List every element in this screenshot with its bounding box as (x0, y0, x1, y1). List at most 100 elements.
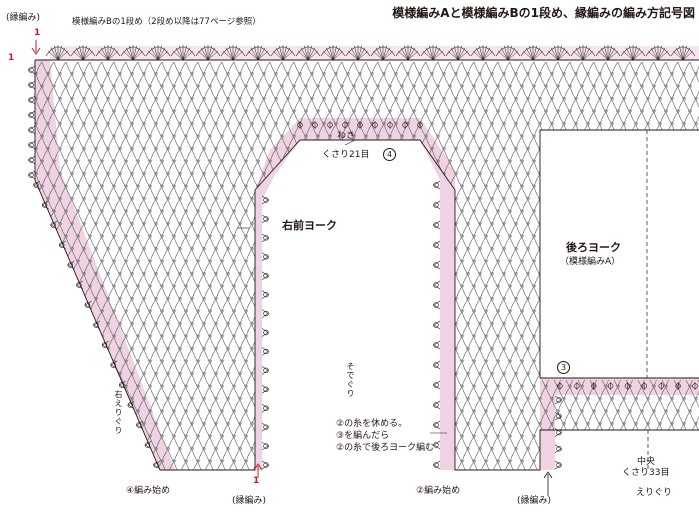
chain-stitch (364, 184, 368, 188)
chain-stitch (232, 485, 235, 487)
mesh-loop (299, 249, 313, 262)
mesh-loop (401, 161, 415, 175)
chain-stitch (286, 322, 290, 325)
chain-stitch (364, 459, 368, 463)
mesh-loop (359, 399, 373, 412)
mesh-loop (581, 286, 595, 300)
mesh-loop (611, 124, 625, 137)
mesh-loop (689, 111, 699, 125)
chain-stitch (628, 359, 632, 363)
mesh-loop (539, 349, 553, 362)
mesh-loop (137, 461, 151, 470)
chain-stitch (556, 485, 559, 487)
mesh-loop (623, 324, 637, 337)
chain-stitch (382, 322, 386, 325)
chain-stitch (346, 222, 350, 225)
chain-stitch (598, 197, 602, 200)
mesh-loop (671, 349, 685, 362)
mesh-loop (371, 374, 385, 387)
chain-stitch (88, 334, 92, 338)
chain-stitch (46, 422, 50, 425)
mesh-loop (683, 224, 697, 237)
chain-stitch (676, 334, 680, 338)
mesh-loop (677, 361, 691, 375)
chain-stitch (694, 197, 698, 200)
chain-stitch (280, 359, 284, 363)
mesh-loop (192, 475, 204, 487)
mesh-loop (665, 161, 679, 175)
chain-stitch (406, 397, 410, 400)
chain-stitch (400, 184, 404, 188)
chain-stitch (40, 384, 44, 388)
mesh-loop (47, 449, 61, 462)
chain-stitch (568, 284, 572, 288)
mesh-loop (317, 386, 331, 400)
mesh-loop (317, 261, 331, 275)
mesh-loop (323, 324, 337, 337)
mesh-loop (593, 311, 607, 325)
mesh-loop (671, 274, 685, 287)
mesh-loop (629, 286, 643, 300)
mesh-loop (659, 249, 673, 262)
chain-stitch (460, 485, 463, 487)
chain-stitch (328, 209, 332, 213)
mesh-loop (113, 461, 127, 470)
mesh-loop (161, 461, 175, 470)
chain-stitch (598, 347, 602, 350)
chain-stitch (412, 334, 416, 338)
mesh-loop (305, 386, 319, 400)
chain-stitch (580, 485, 583, 487)
chain-stitch (376, 459, 380, 463)
mesh-loop (365, 336, 379, 350)
mesh-loop (287, 249, 301, 262)
mesh-loop (293, 286, 307, 300)
mesh-loop (84, 475, 96, 487)
shell-arc (70, 46, 96, 57)
mesh-loop (444, 475, 456, 487)
chain-stitch (664, 134, 668, 138)
chain-stitch (388, 284, 392, 288)
mesh-loop (576, 475, 588, 487)
mesh-loop (425, 411, 439, 425)
chain-stitch (82, 347, 86, 350)
chain-stitch (400, 259, 404, 263)
mesh-loop (599, 449, 613, 462)
chain-stitch (670, 272, 674, 275)
mesh-loop (611, 199, 625, 212)
mesh-loop (377, 286, 391, 300)
mesh-loop (623, 449, 637, 462)
chain-stitch (262, 397, 266, 400)
mesh-loop (335, 224, 349, 237)
mesh-loop (647, 149, 661, 162)
mesh-loop (41, 361, 55, 375)
chain-stitch (394, 272, 398, 275)
mesh-loop (317, 436, 331, 450)
chain-stitch (508, 485, 511, 487)
mesh-loop (47, 299, 61, 312)
mesh-loop (216, 475, 228, 487)
mesh-loop (605, 161, 619, 175)
mesh-loop (113, 436, 127, 450)
chain-stitch (580, 209, 584, 213)
mesh-loop (77, 411, 91, 425)
chain-stitch (262, 247, 266, 250)
chain-stitch (358, 397, 362, 400)
chain-stitch (136, 459, 140, 463)
mesh-loop (695, 99, 699, 112)
mesh-loop (371, 249, 385, 262)
mesh-loop (539, 224, 553, 237)
chain-stitch (268, 284, 272, 288)
chain-stitch (652, 359, 656, 363)
chain-stitch (616, 359, 620, 363)
chain-stitch (274, 397, 278, 400)
mesh-loop (383, 374, 397, 387)
mesh-loop (383, 199, 397, 212)
mesh-loop (77, 336, 91, 350)
chain-stitch (298, 272, 302, 275)
chain-stitch (562, 472, 565, 474)
chain-stitch (268, 434, 272, 438)
chain-stitch (424, 159, 428, 163)
chain-stitch (550, 222, 554, 225)
chain-stitch (358, 347, 362, 350)
mesh-loop (413, 286, 427, 300)
